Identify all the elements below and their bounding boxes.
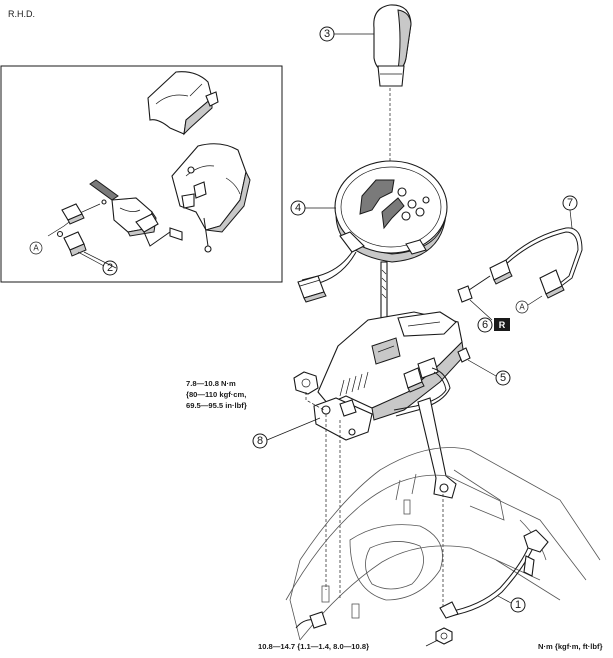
callout-3-circle	[319, 26, 335, 42]
rhd-badge	[494, 318, 510, 331]
callout-6-circle	[477, 317, 493, 333]
rhd-badge-label: R	[499, 320, 506, 330]
connector-ref-a-left-circle	[29, 241, 43, 255]
callout-2: 2	[107, 262, 113, 274]
floor-harness	[295, 611, 327, 629]
nut-torque-line2: {80—110 kgf·cm,	[186, 390, 246, 399]
connector-ref-a-left: A	[33, 244, 39, 253]
callout-6: 6	[482, 319, 488, 331]
inset-connector	[47, 203, 105, 267]
nut-torque-line1: 7.8—10.8 N·m	[186, 379, 236, 388]
shift-lock-cover	[147, 71, 219, 136]
mounting-bolt	[435, 627, 453, 645]
callout-1-circle	[510, 597, 526, 613]
mounting-nut	[293, 371, 319, 395]
connector-ref-a-right-circle	[515, 300, 529, 314]
bolt-torque: 10.8—14.7 {1.1—1.4, 8.0—10.8}	[258, 642, 369, 651]
callout-5-circle	[495, 370, 511, 386]
callout-5: 5	[500, 372, 506, 384]
interlock-cable	[439, 529, 549, 619]
callout-8-circle	[252, 433, 268, 449]
callout-1: 1	[515, 599, 521, 611]
shift-knob	[373, 4, 412, 87]
shift-lock-cable	[457, 227, 583, 303]
column-cover	[171, 143, 251, 253]
indicator-panel	[334, 160, 448, 263]
callout-3: 3	[324, 28, 330, 40]
connector-ref-a-right: A	[519, 303, 525, 312]
selector-lever-assembly	[313, 261, 471, 499]
drive-side-label: R.H.D.	[8, 9, 35, 19]
nut-torque-line3: 69.5—95.5 in·lbf}	[186, 401, 247, 410]
callout-4-circle	[290, 200, 306, 216]
detail-inset-frame	[0, 65, 283, 283]
callout-8: 8	[257, 435, 263, 447]
callout-2-circle	[102, 260, 118, 276]
callout-7-circle	[562, 195, 578, 211]
shift-lock-solenoid	[89, 179, 183, 247]
detail-inset: A 2	[0, 65, 283, 283]
indicator-harness	[297, 251, 357, 303]
callout-4: 4	[295, 202, 301, 214]
callout-7: 7	[567, 197, 573, 209]
torque-units-note: N·m {kgf·m, ft·lbf}	[538, 642, 603, 651]
floor-pan	[285, 447, 601, 641]
